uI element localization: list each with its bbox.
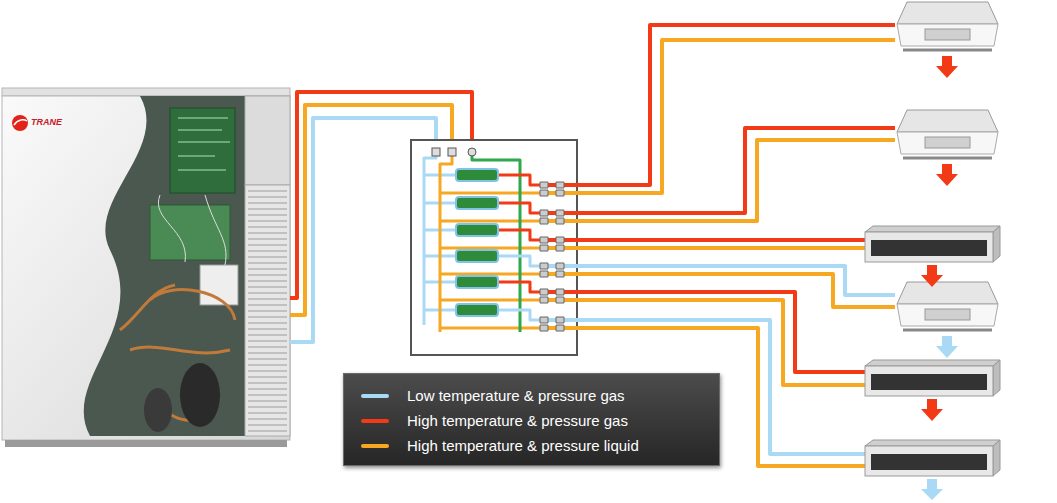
cassette-body <box>897 2 998 24</box>
hot-gas-pipe <box>540 238 865 242</box>
brand-logo-mark <box>12 115 28 131</box>
cooling-airflow-arrow <box>936 336 958 358</box>
liquid-header <box>440 150 540 332</box>
cassette-grille <box>925 29 970 40</box>
hot-gas-pipe <box>540 25 895 185</box>
legend-swatch <box>361 394 389 398</box>
duct-front <box>865 232 993 262</box>
legend-row: High temperature & pressure gas <box>344 408 719 433</box>
cabinet-interior <box>84 96 245 436</box>
duct-side <box>993 440 1000 476</box>
switching-valve <box>456 169 498 181</box>
cassette-unit <box>897 110 998 158</box>
service-ports <box>540 182 564 331</box>
circuit-board <box>170 108 235 193</box>
cassette-panel <box>897 132 998 154</box>
branch-internal-piping <box>424 150 540 332</box>
cassette-panel <box>897 304 998 326</box>
brand-name: TRANE <box>31 118 62 127</box>
legend-swatch <box>361 444 389 448</box>
circuit-board <box>150 205 230 260</box>
legend-panel: Low temperature & pressure gasHigh tempe… <box>343 373 720 466</box>
duct-front <box>865 446 993 476</box>
switching-valves <box>456 169 498 316</box>
cassette-unit <box>897 2 998 50</box>
cooling-airflow-arrow <box>921 479 943 500</box>
cassette-panel <box>897 24 998 46</box>
liquid-pipe <box>540 246 865 250</box>
legend-text: High temperature & pressure gas <box>407 412 628 430</box>
cassette-grille <box>925 309 970 320</box>
heating-airflow-arrow <box>921 399 943 421</box>
wiring <box>158 195 226 265</box>
heating-airflow-arrow <box>936 164 958 186</box>
side-grille <box>245 185 290 436</box>
switching-valve <box>456 304 498 316</box>
duct-opening <box>871 374 987 390</box>
ducted-unit <box>865 440 1000 476</box>
pipe-fitting <box>448 148 456 156</box>
duct-front <box>865 366 993 396</box>
board-traces <box>178 118 230 170</box>
side-panel <box>245 96 290 185</box>
ducted-unit <box>865 226 1000 262</box>
duct-top <box>865 440 1000 446</box>
legend-swatch <box>361 419 389 423</box>
legend-text: Low temperature & pressure gas <box>407 387 625 405</box>
cabinet-lid <box>2 88 290 96</box>
cassette-louver <box>903 49 992 52</box>
pipe-fitting <box>468 148 476 156</box>
cassette-unit <box>897 282 998 330</box>
legend-row: High temperature & pressure liquid <box>344 433 719 458</box>
outdoor-unit <box>2 88 290 447</box>
switching-valve <box>456 224 498 236</box>
legend-row: Low temperature & pressure gas <box>344 383 719 408</box>
duct-opening <box>871 454 987 470</box>
hot-gas-pipe <box>540 292 865 372</box>
duct-side <box>993 226 1000 262</box>
valve-outlet-hot <box>498 175 540 292</box>
cassette-grille <box>925 137 970 148</box>
compressor <box>180 363 220 427</box>
switching-valve <box>456 276 498 288</box>
switching-valve <box>456 197 498 209</box>
cassette-body <box>897 282 998 304</box>
duct-top <box>865 226 1000 232</box>
cassette-louver <box>903 329 992 332</box>
brand-logo-swoosh <box>14 120 27 125</box>
legend-text: High temperature & pressure liquid <box>407 437 639 455</box>
pipe-fitting <box>432 148 440 156</box>
duct-opening <box>871 240 987 256</box>
accumulator <box>144 388 172 432</box>
duct-side <box>993 360 1000 396</box>
grille-slats <box>248 191 287 431</box>
ducted-unit <box>865 360 1000 396</box>
cabinet-body <box>2 96 290 440</box>
liquid-pipe <box>540 40 895 193</box>
switching-valve <box>456 250 498 262</box>
port-valves <box>540 182 564 331</box>
heating-airflow-arrow <box>921 265 943 287</box>
duct-top <box>865 360 1000 366</box>
liquid-pipe <box>540 140 895 221</box>
heating-airflow-arrow <box>936 56 958 78</box>
valve-outlet-cold <box>498 256 540 320</box>
unit-base <box>5 440 287 447</box>
cassette-louver <box>903 157 992 160</box>
cassette-body <box>897 110 998 132</box>
